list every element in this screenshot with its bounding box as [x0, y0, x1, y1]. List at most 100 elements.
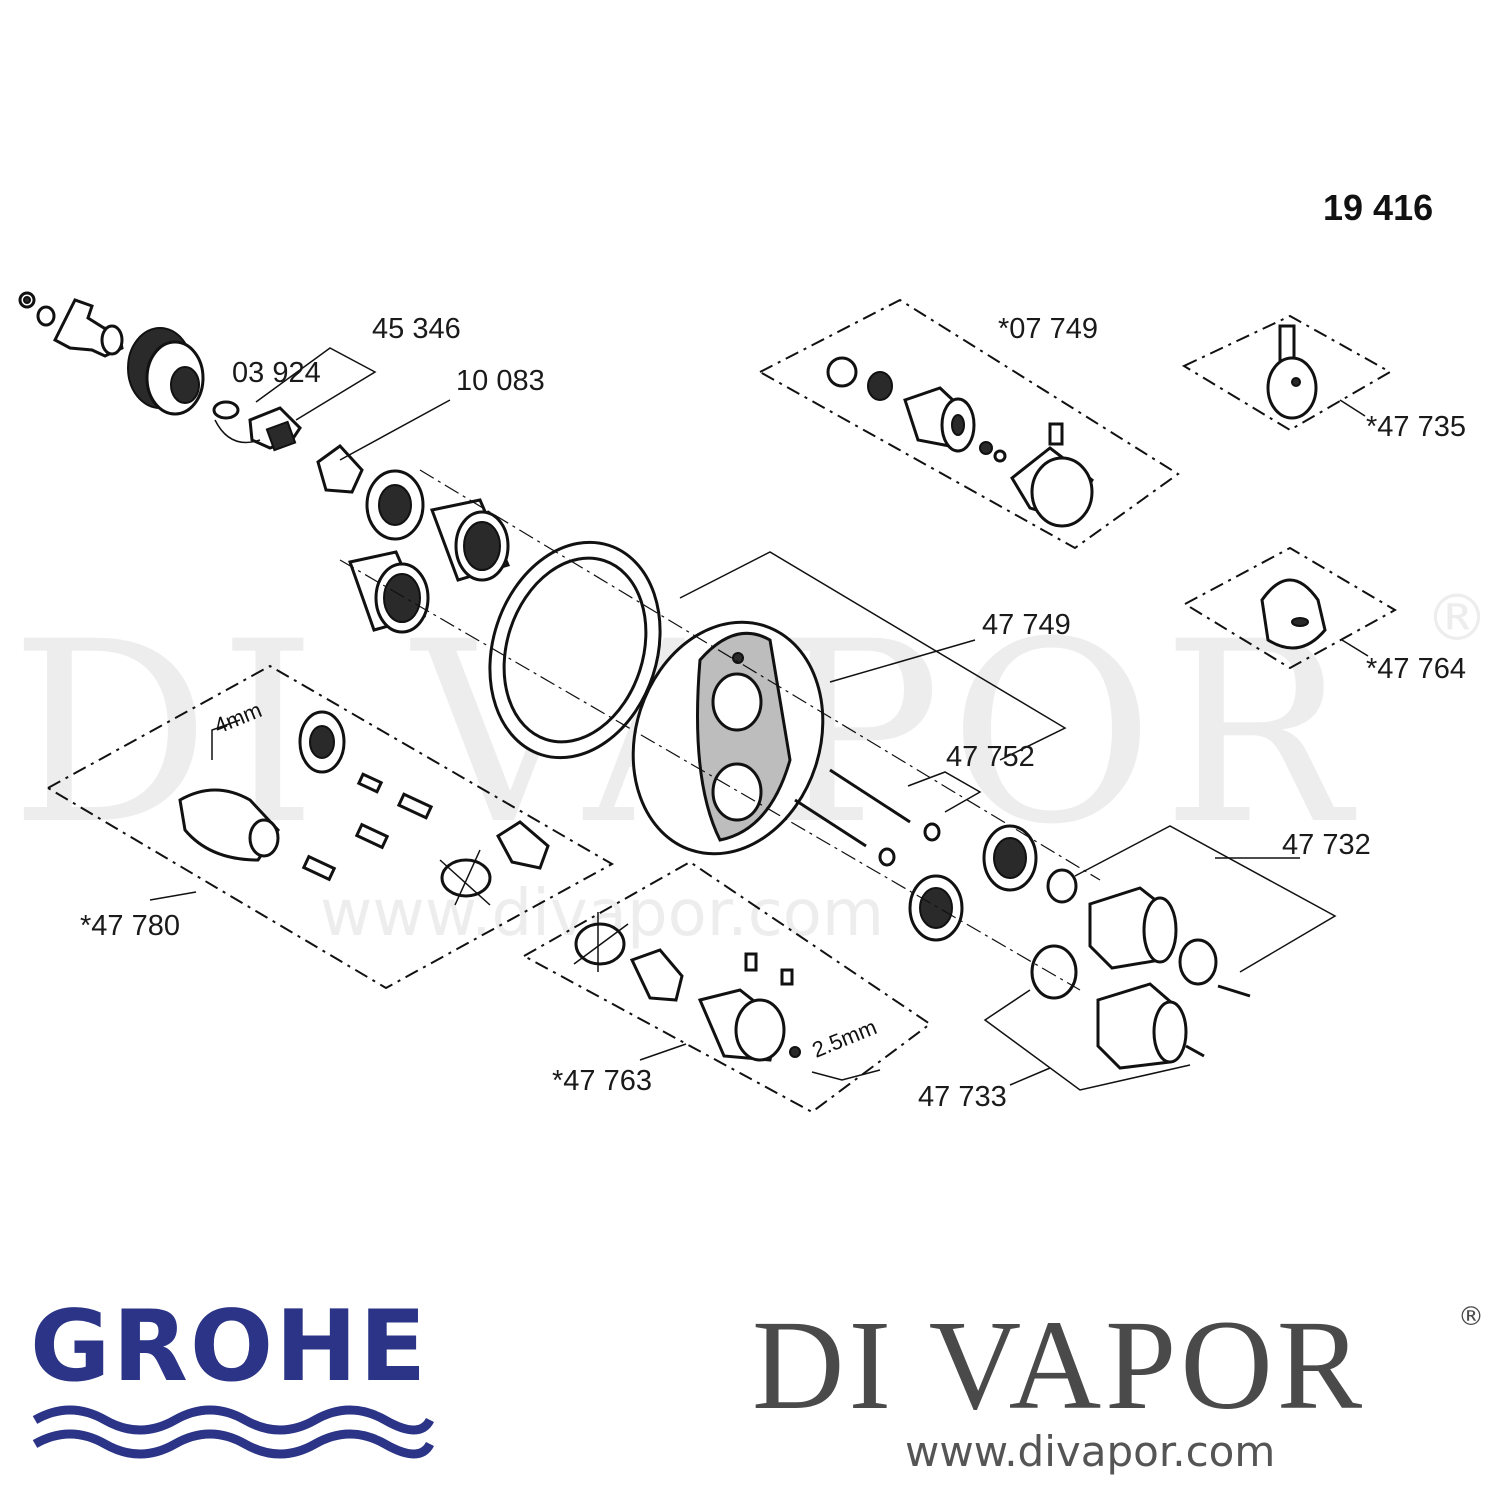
cartridge-assembly-top-left	[18, 291, 425, 541]
temp-knob-face	[734, 998, 786, 1062]
box-07749	[757, 298, 1180, 550]
group-07749: *07 749	[757, 298, 1180, 550]
thread-insert-1	[1046, 868, 1078, 904]
grohe-logo: GROHE GROHE	[30, 1290, 435, 1459]
box-47764	[1182, 546, 1398, 670]
sleeves	[348, 498, 511, 634]
label-47780: *47 780	[80, 910, 180, 942]
spindle-10083	[316, 443, 364, 494]
divapor-registered: ®	[1458, 1302, 1484, 1332]
screws-47752: 47 752	[794, 741, 1035, 867]
leader-47763	[639, 1043, 687, 1061]
wall-plates-47749: 47 749	[488, 540, 1071, 856]
rotation-arrow	[214, 419, 261, 444]
handle-47732-screw	[1217, 984, 1251, 998]
label-47733: 47 733	[918, 1081, 1007, 1113]
divapor-url: www.divapor.com	[905, 1427, 1275, 1476]
small-screw-2	[789, 1046, 801, 1058]
centerline-1	[339, 559, 1081, 991]
leader-47733	[983, 989, 1191, 1091]
long-screw-1	[829, 768, 911, 824]
sleeve-top-bore	[463, 521, 501, 571]
leader-47752	[907, 771, 982, 813]
label-47764: *47 764	[1366, 653, 1466, 685]
label-10083: 10 083	[456, 365, 545, 397]
leader-47764	[1341, 639, 1369, 657]
leader-45346	[255, 347, 377, 421]
box-47780	[45, 664, 615, 990]
label-47732: 47 732	[1282, 829, 1371, 861]
grub-screw-3	[780, 968, 794, 986]
cover-hole-bottom	[711, 762, 763, 822]
grohe-wave-1	[32, 1405, 435, 1435]
centerline-2	[419, 469, 1101, 881]
label-03924: 03 924	[232, 357, 321, 389]
label-47763: *47 763	[552, 1065, 652, 1097]
watermark-registered: ®	[1425, 582, 1489, 656]
pin-3	[354, 822, 390, 850]
rosette-ring-inner	[502, 556, 648, 744]
label-45346: 45 346	[372, 313, 461, 345]
tool-2-5mm: 2.5mm	[809, 1014, 881, 1062]
small-washer-hole	[23, 296, 31, 304]
pin-4	[301, 854, 337, 882]
crossed-cap	[440, 858, 492, 898]
long-screw-2	[794, 798, 867, 848]
label-07749: *07 749	[998, 313, 1098, 345]
box-47735	[1181, 314, 1393, 432]
handle-knob-face	[1030, 456, 1094, 528]
cartridge-45346-spline	[265, 420, 297, 452]
lever-head	[1266, 356, 1318, 420]
group-47735: *47 735	[1181, 314, 1466, 443]
knob-cap	[1260, 578, 1327, 650]
box-47763	[521, 860, 932, 1114]
cross-line-2	[454, 849, 481, 906]
thermo-element-core	[309, 725, 335, 759]
small-screw	[979, 441, 993, 455]
group-47732-47733: 47 732 47 733	[908, 824, 1371, 1113]
handle-47732-cap	[1178, 938, 1218, 986]
o-ring-small	[36, 305, 56, 327]
cover-hole-top	[711, 672, 763, 732]
spindle-part	[496, 820, 550, 870]
leader-47732	[1074, 825, 1337, 973]
leader-47749-b	[829, 639, 976, 683]
screw-washer-1	[923, 822, 941, 842]
sleeve-bottom-bore	[383, 573, 421, 623]
thread-body-bore	[170, 366, 200, 404]
thermo-cartridge-spline	[248, 818, 280, 858]
label-47749: 47 749	[982, 609, 1071, 641]
grohe-wordmark-text: GROHE	[30, 1290, 428, 1404]
centerlines	[339, 469, 1101, 991]
leader-47733-b	[1009, 1067, 1051, 1086]
handle-47733-face	[1152, 1000, 1188, 1064]
knob-cap-slot	[1291, 617, 1309, 627]
spline-adapter-2	[629, 948, 684, 1002]
group-47764: *47 764	[1182, 546, 1466, 685]
leader-47735	[1339, 399, 1366, 417]
divapor-logo: DI VAPOR ® www.divapor.com	[752, 1294, 1484, 1476]
adapter-ring-1-bore	[993, 837, 1027, 879]
group-47780: 4mm *47 780	[45, 664, 615, 990]
label-47735: *47 735	[1366, 411, 1466, 443]
hex-key-2-5mm	[811, 1069, 881, 1081]
cross-line-3	[573, 923, 629, 965]
grub-screw	[1048, 422, 1064, 446]
lever-hole	[1291, 377, 1301, 387]
small-washer-2	[993, 449, 1007, 463]
thread-insert-2	[1030, 944, 1078, 1000]
hex-key-4mm	[211, 719, 241, 760]
leader-47749-a	[679, 551, 1067, 761]
adapter-ring-2-bore	[919, 887, 953, 929]
clip-ring	[100, 324, 124, 356]
spline-adapter	[867, 371, 893, 401]
grohe-wave-2	[32, 1429, 435, 1459]
leader-47780	[149, 891, 197, 901]
nut-ring-inner	[378, 484, 412, 526]
leader-10083	[339, 399, 451, 461]
pin-1	[356, 772, 384, 794]
grub-screw-2	[744, 952, 758, 972]
grohe-badge	[732, 652, 744, 664]
handle-47733-screw	[1185, 1044, 1205, 1058]
circlip	[826, 356, 858, 388]
